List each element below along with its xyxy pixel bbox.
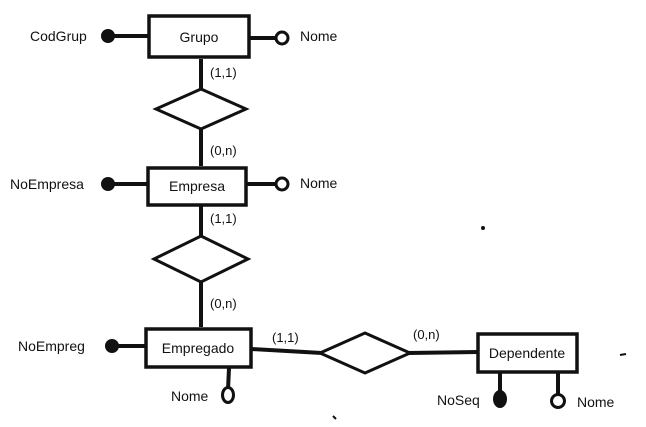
speck — [619, 353, 627, 356]
cardinality-dependente: (0,n) — [413, 327, 440, 342]
cardinality-empregado-top: (0,n) — [210, 296, 237, 311]
attribute-label-dependente-nome: Nome — [577, 394, 615, 410]
cardinality-empregado-right: (1,1) — [272, 330, 299, 345]
cardinality-grupo: (1,1) — [210, 65, 237, 80]
entity-grupo-label: Grupo — [180, 29, 219, 45]
key-attribute-dot-noempresa — [101, 177, 115, 191]
entity-grupo: Grupo — [147, 14, 251, 59]
attribute-dot-empresa-nome — [274, 176, 290, 192]
speck — [332, 415, 337, 420]
relationship-diamond-empregado-dependente — [316, 331, 414, 375]
attribute-label-noempreg: NoEmpreg — [18, 338, 85, 354]
relationship-diamond-grupo-empresa — [152, 87, 250, 131]
attribute-dot-empregado-nome — [221, 386, 235, 404]
attribute-label-codgrup: CodGrup — [30, 28, 87, 44]
attribute-dot-grupo-nome — [274, 30, 290, 46]
speck — [481, 226, 485, 230]
key-attribute-dot-noseq — [493, 390, 507, 408]
attribute-label-noempresa: NoEmpresa — [10, 176, 84, 192]
cardinality-empresa-top: (0,n) — [210, 143, 237, 158]
key-attribute-dot-noempreg — [105, 339, 119, 353]
attribute-label-empregado-nome: Nome — [171, 388, 209, 404]
key-attribute-dot-codgrup — [101, 29, 115, 43]
entity-empresa: Empresa — [146, 166, 248, 207]
cardinality-empresa-bottom: (1,1) — [210, 211, 237, 226]
entity-dependente-label: Dependente — [489, 345, 566, 361]
attribute-label-grupo-nome: Nome — [300, 28, 338, 44]
entity-empresa-label: Empresa — [169, 178, 225, 194]
relationship-diamond-empresa-empregado — [150, 234, 252, 284]
entity-empregado-label: Empregado — [162, 340, 235, 356]
entity-empregado: Empregado — [144, 327, 253, 369]
attribute-label-noseq: NoSeq — [437, 392, 480, 408]
attribute-label-empresa-nome: Nome — [300, 175, 338, 191]
entity-dependente: Dependente — [476, 332, 579, 374]
attribute-dot-dependente-nome — [550, 393, 566, 409]
